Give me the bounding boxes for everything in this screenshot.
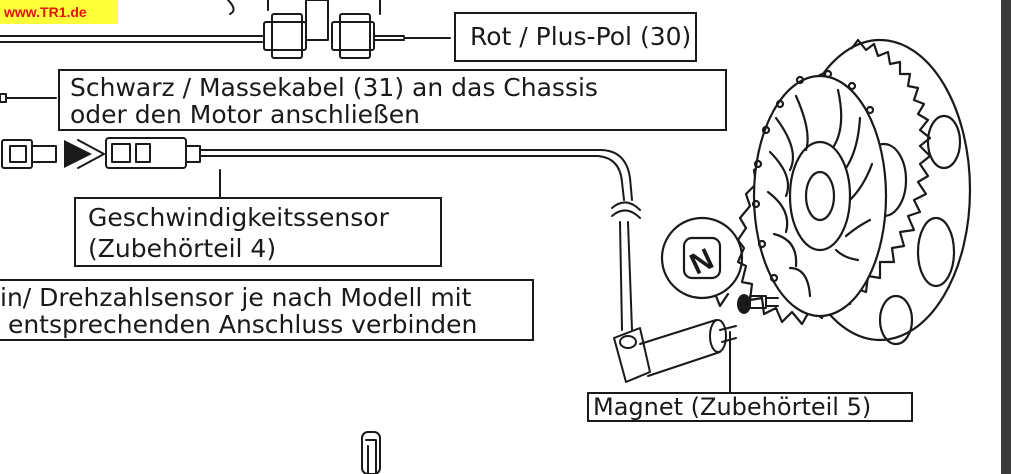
label-drehzahlsensor: in/ Drehzahlsensor je nach Modell mit en… (0, 279, 534, 341)
label-rot-plus-pol: Rot / Plus-Pol (30) (454, 12, 697, 62)
page-edge-bar (1001, 0, 1011, 474)
power-connector-illustration (0, 0, 451, 59)
label-line: entsprechenden Anschluss verbinden (0, 310, 478, 339)
north-pole-label: N (685, 242, 719, 281)
label-line: Geschwindigkeitssensor (88, 203, 389, 232)
sensor-plug-illustration (1, 137, 201, 169)
ground-wire-leader (0, 93, 57, 103)
small-part-illustration (361, 431, 381, 474)
label-line: (Zubehörteil 4) (88, 234, 277, 263)
label-line: oder den Motor anschließen (70, 100, 421, 129)
magnet-screw-illustration (737, 294, 779, 314)
label-magnet: Magnet (Zubehörteil 5) (587, 392, 913, 422)
sprocket-disc-illustration (736, 38, 972, 346)
watermark-logo: www.TR1.de (0, 0, 118, 24)
label-schwarz-massekabel: Schwarz / Massekabel (31) an das Chassis… (58, 69, 727, 131)
magnet-callout (660, 216, 744, 308)
label-line: Schwarz / Massekabel (31) an das Chassis (70, 73, 598, 102)
sensor-cable (199, 149, 641, 331)
speed-sensor-illustration (613, 319, 737, 383)
label-line: in/ Drehzahlsensor je nach Modell mit (0, 283, 472, 312)
label-geschwindigkeitssensor: Geschwindigkeitssensor (Zubehörteil 4) (74, 197, 442, 267)
connection-arrow (64, 140, 92, 168)
